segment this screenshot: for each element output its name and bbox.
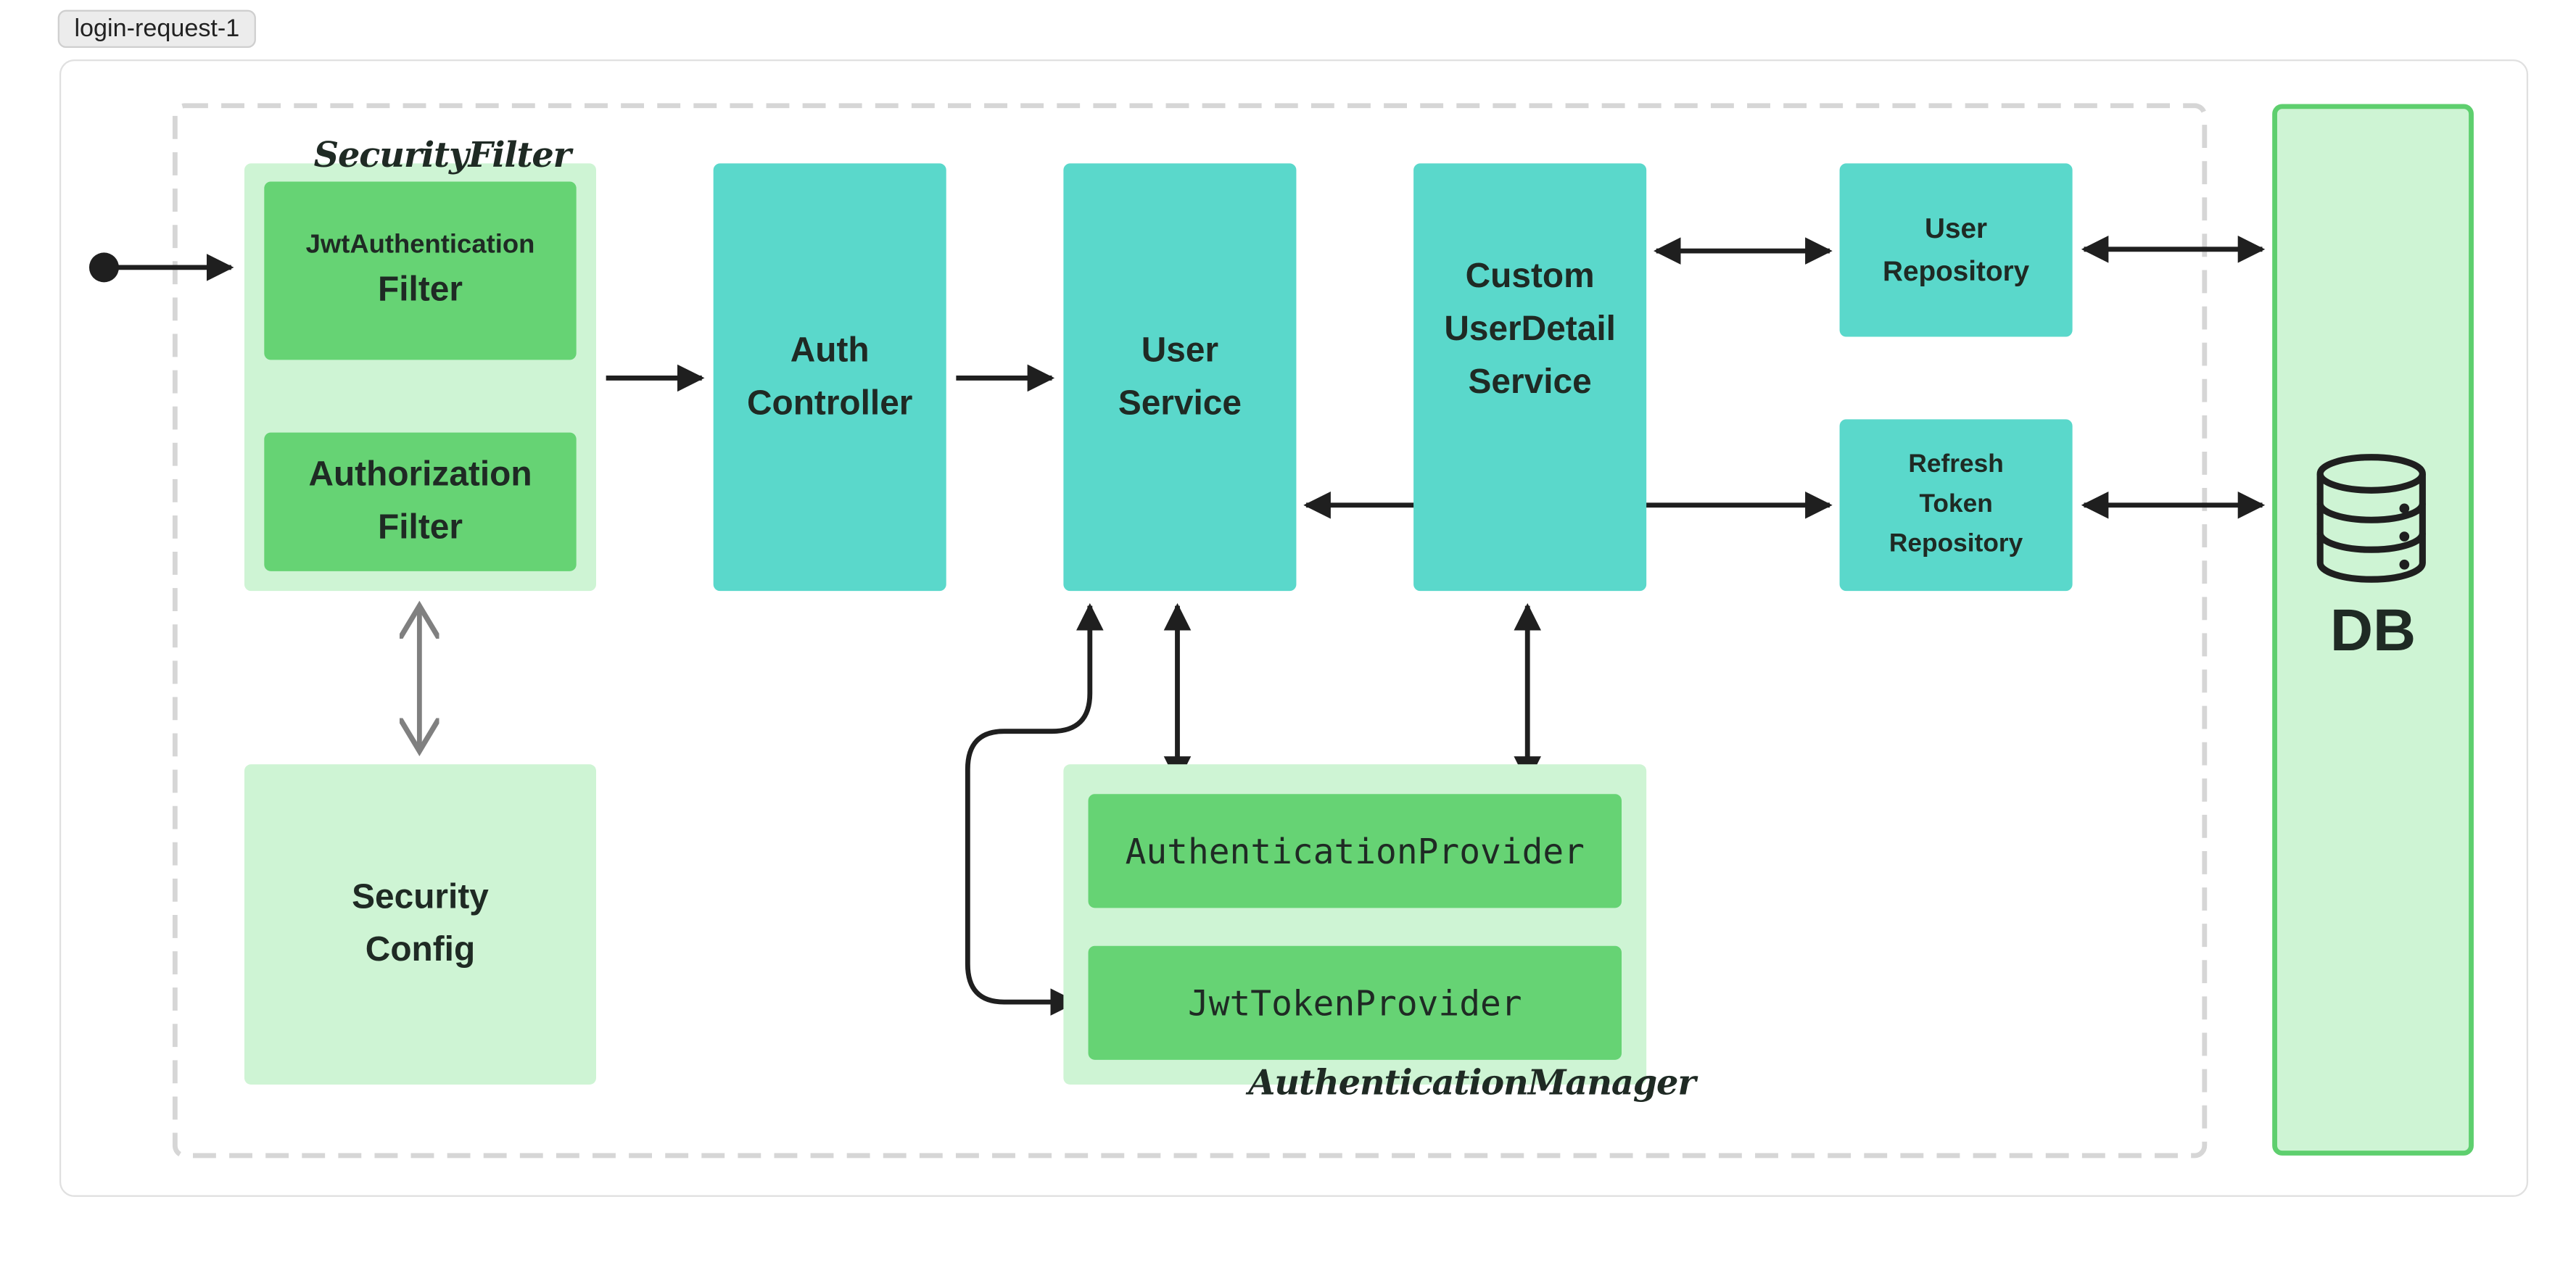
outer-frame <box>59 59 2529 1197</box>
auth-controller: Auth Controller <box>713 163 946 592</box>
authentication-manager-label: AuthenticationManager <box>1248 1061 1696 1103</box>
authorization-filter: Authorization Filter <box>264 432 577 571</box>
start-dot-icon <box>88 252 119 283</box>
arrow-user-service-jwt-provider <box>965 602 1104 1016</box>
security-filter-label: SecurityFilter <box>313 133 571 175</box>
application-boundary <box>172 103 2208 1159</box>
database-icon <box>2316 454 2426 583</box>
jwt-authentication-filter: JwtAuthentication Filter <box>264 181 577 360</box>
authentication-provider: AuthenticationProvider <box>1088 794 1622 908</box>
custom-user-detail-service: Custom UserDetail Service <box>1413 163 1647 592</box>
jwt-token-provider: JwtTokenProvider <box>1088 945 1622 1060</box>
user-repository: User Repository <box>1839 163 2073 337</box>
jwt-filter-line-2: Filter <box>378 270 463 309</box>
refresh-token-repository: Refresh Token Repository <box>1839 419 2073 592</box>
diagram-tag: login-request-1 <box>57 9 257 49</box>
db-label: DB <box>2329 595 2416 664</box>
database <box>2272 104 2474 1156</box>
user-service: User Service <box>1063 163 1297 592</box>
security-config: Security Config <box>244 764 596 1085</box>
jwt-filter-line-1: JwtAuthentication <box>305 231 535 260</box>
